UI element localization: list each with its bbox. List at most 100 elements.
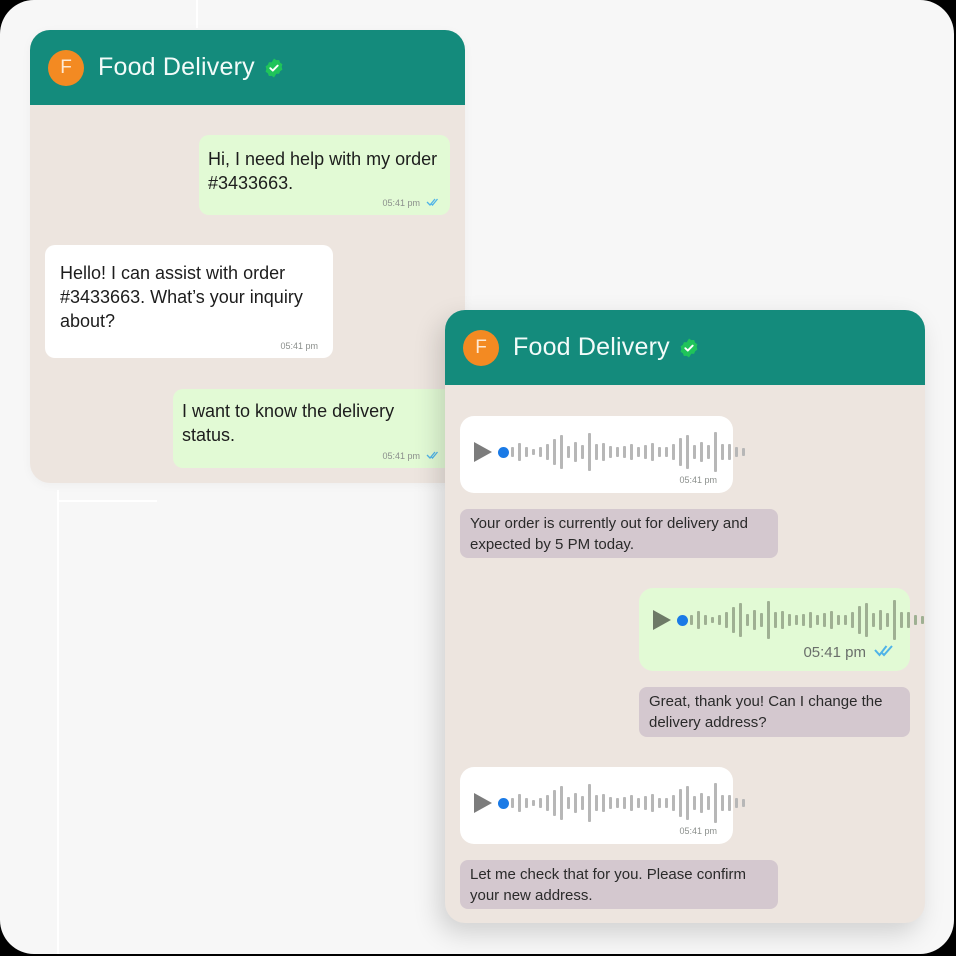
waveform-bar — [679, 438, 682, 466]
voice-message-received[interactable]: 05:41 pm — [460, 767, 745, 844]
chat-header: F Food Delivery — [30, 30, 465, 105]
waveform-bar — [588, 784, 591, 822]
waveform-bar — [879, 610, 882, 630]
waveform-bar — [574, 793, 577, 813]
waveform-bar — [725, 612, 728, 628]
contact-name[interactable]: Food Delivery — [513, 333, 670, 361]
waveform-bar — [609, 446, 612, 458]
message-text: I want to know the delivery status. — [182, 401, 395, 445]
play-icon[interactable] — [474, 793, 492, 813]
waveform-bar — [753, 610, 756, 630]
waveform-bar — [728, 444, 731, 460]
waveform-bar — [511, 447, 514, 457]
waveform[interactable] — [511, 781, 745, 825]
voice-message-received[interactable]: 05:41 pm — [460, 416, 745, 493]
waveform-bar — [546, 795, 549, 811]
waveform-bar — [697, 611, 700, 629]
waveform-bar — [665, 447, 668, 457]
waveform-bar — [721, 795, 724, 811]
waveform-bar — [658, 447, 661, 457]
waveform-bar — [886, 613, 889, 627]
waveform-bar — [728, 795, 731, 811]
waveform-bar — [553, 439, 556, 465]
voice-message-sent[interactable]: 05:41 pm — [639, 588, 924, 671]
waveform-bar — [567, 797, 570, 809]
contact-name[interactable]: Food Delivery — [98, 53, 255, 81]
waveform-bar — [581, 796, 584, 810]
waveform-bar — [532, 449, 535, 455]
double-check-icon — [874, 644, 896, 661]
message-bubble-sent[interactable]: I want to know the delivery status. 05:4… — [173, 389, 465, 468]
waveform-bar — [511, 798, 514, 808]
double-check-icon — [426, 451, 440, 461]
message-time: 05:41 pm — [280, 341, 318, 351]
transcript-text: Let me check that for you. Please confir… — [470, 866, 746, 904]
waveform-bar — [865, 603, 868, 637]
play-icon[interactable] — [474, 442, 492, 462]
playhead-dot[interactable] — [498, 797, 509, 809]
waveform-bar — [830, 611, 833, 629]
waveform-bar — [914, 615, 917, 625]
waveform-bar — [630, 444, 633, 460]
waveform-bar — [644, 796, 647, 810]
waveform-bar — [595, 795, 598, 811]
waveform-bar — [795, 615, 798, 625]
waveform-bar — [686, 786, 689, 820]
waveform-bar — [539, 798, 542, 808]
waveform-bar — [602, 794, 605, 812]
waveform-bar — [532, 800, 535, 806]
waveform-bar — [539, 447, 542, 457]
chat-header: F Food Delivery — [445, 310, 925, 385]
message-bubble-sent[interactable]: Hi, I need help with my order #3433663. … — [199, 135, 450, 215]
waveform-bar — [679, 789, 682, 817]
waveform-bar — [690, 615, 693, 625]
guide-line — [196, 0, 198, 28]
waveform-bar — [739, 603, 742, 637]
playhead-dot[interactable] — [498, 446, 509, 458]
waveform-bar — [651, 794, 654, 812]
waveform-bar — [651, 443, 654, 461]
waveform-bar — [693, 796, 696, 810]
playhead-dot[interactable] — [677, 614, 688, 626]
waveform-bar — [735, 447, 738, 457]
transcript-bubble: Let me check that for you. Please confir… — [460, 860, 778, 909]
transcript-text: Great, thank you! Can I change the deliv… — [649, 693, 883, 731]
waveform-bar — [844, 615, 847, 625]
waveform-bar — [802, 614, 805, 626]
message-time: 05:41 pm — [382, 198, 420, 208]
waveform-bar — [623, 446, 626, 458]
message-bubble-received[interactable]: Hello! I can assist with order #3433663.… — [45, 245, 333, 358]
waveform-bar — [760, 613, 763, 627]
waveform-bar — [686, 435, 689, 469]
waveform-bar — [630, 795, 633, 811]
waveform-bar — [707, 796, 710, 810]
waveform-bar — [595, 444, 598, 460]
waveform-bar — [700, 793, 703, 813]
waveform-bar — [735, 798, 738, 808]
waveform-bar — [588, 433, 591, 471]
waveform-bar — [900, 612, 903, 628]
waveform-bar — [525, 798, 528, 808]
waveform-bar — [546, 444, 549, 460]
waveform[interactable] — [690, 598, 924, 642]
play-icon[interactable] — [653, 610, 671, 630]
message-text: Hi, I need help with my order #3433663. — [208, 149, 438, 193]
waveform-bar — [742, 448, 745, 456]
avatar[interactable]: F — [48, 49, 84, 86]
waveform-bar — [823, 613, 826, 627]
waveform-bar — [721, 444, 724, 460]
message-time: 05:41 pm — [803, 644, 866, 661]
waveform-bar — [525, 447, 528, 457]
waveform-bar — [774, 612, 777, 628]
avatar[interactable]: F — [463, 329, 499, 366]
double-check-icon — [426, 198, 440, 208]
message-time: 05:41 pm — [679, 475, 717, 485]
waveform-bar — [616, 798, 619, 808]
waveform-bar — [672, 444, 675, 460]
waveform-bar — [742, 799, 745, 807]
waveform[interactable] — [511, 430, 745, 474]
waveform-bar — [644, 445, 647, 459]
waveform-bar — [637, 798, 640, 808]
waveform-bar — [567, 446, 570, 458]
